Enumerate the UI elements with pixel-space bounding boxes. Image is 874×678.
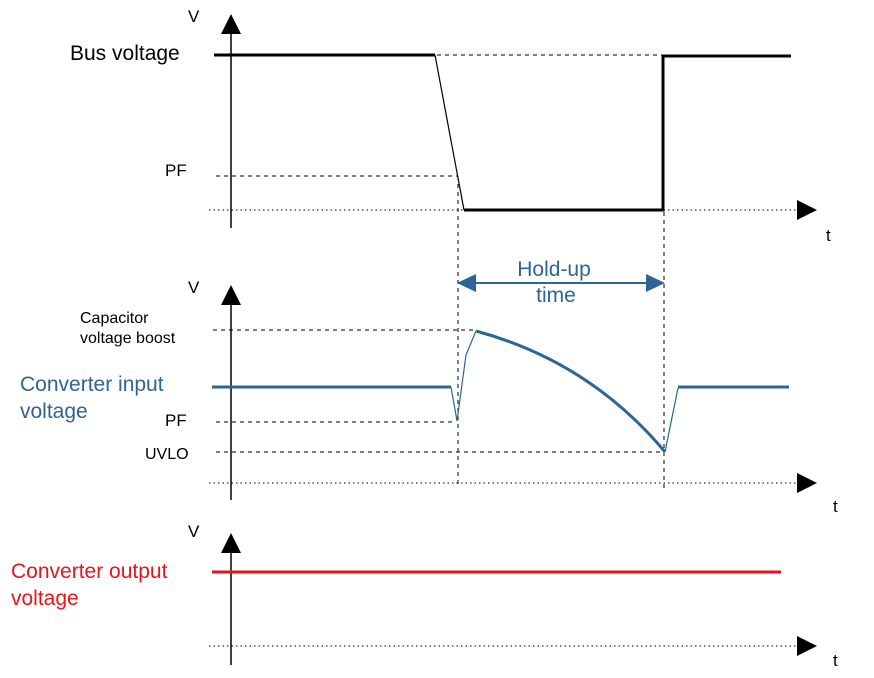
input-trace-holdup-decay — [475, 329, 667, 453]
holdup-arrow-right-head — [646, 274, 665, 292]
bus-pf-level-label: PF — [165, 161, 187, 180]
output-v-axis-arrow — [221, 533, 241, 553]
input-trace-recovery — [664, 387, 679, 453]
input-v-axis-label: V — [188, 278, 200, 297]
output-v-axis-label: V — [188, 522, 200, 541]
uvlo-level-label: UVLO — [145, 446, 189, 463]
input-trace-pf-dip-and-boost — [450, 330, 477, 422]
converter-input-panel: V t Capacitor voltage boost PF UVLO Hold… — [20, 258, 838, 516]
bus-voltage-trace-low-and-recovery — [464, 54, 791, 212]
converter-input-label-line2: voltage — [20, 400, 88, 423]
bus-t-axis-arrow — [797, 200, 817, 220]
converter-output-label-line2: voltage — [11, 587, 79, 610]
converter-output-label-line1: Converter output — [11, 560, 168, 583]
output-t-axis-arrow — [797, 636, 817, 656]
input-v-axis-arrow — [221, 285, 241, 305]
bus-voltage-trace-fall — [434, 54, 465, 211]
bus-voltage-label: Bus voltage — [70, 42, 180, 65]
output-t-axis-label: t — [833, 651, 838, 670]
holdup-label-line2: time — [536, 284, 576, 307]
input-pf-level-label: PF — [165, 411, 187, 430]
holdup-arrow-left-head — [457, 274, 476, 292]
holdup-label-line1: Hold-up — [517, 258, 591, 281]
boost-level-label-line2: voltage boost — [80, 330, 176, 347]
bus-voltage-panel: V t PF Bus voltage — [70, 7, 831, 245]
boost-level-label-line1: Capacitor — [80, 310, 149, 327]
input-t-axis-arrow — [797, 473, 817, 493]
input-t-axis-label: t — [833, 497, 838, 516]
bus-v-axis-label: V — [188, 7, 200, 26]
bus-v-axis-arrow — [221, 14, 241, 34]
converter-output-panel: V t Converter output voltage — [11, 522, 838, 670]
bus-t-axis-label: t — [826, 226, 831, 245]
converter-input-label-line1: Converter input — [20, 373, 164, 396]
